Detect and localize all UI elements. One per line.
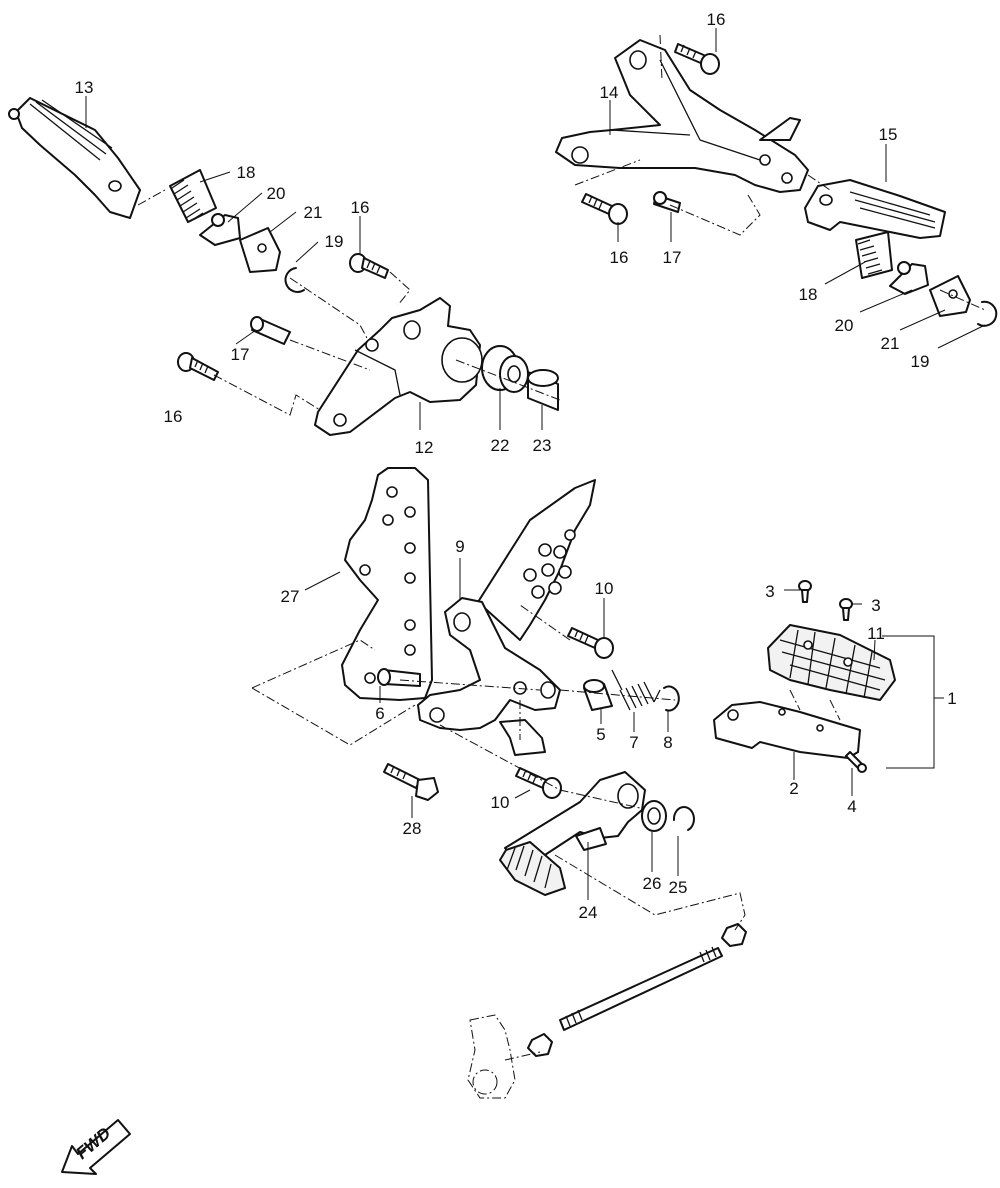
callout-17: 17 xyxy=(231,345,250,364)
callout-16: 16 xyxy=(610,248,629,267)
part-17-pin-b xyxy=(653,191,681,213)
part-18-spring xyxy=(169,169,217,223)
callout-16: 16 xyxy=(351,198,370,217)
fwd-direction-indicator: FWD xyxy=(61,1119,131,1175)
shift-rod xyxy=(527,923,747,1057)
part-15-footpeg xyxy=(804,179,946,239)
callout-26: 26 xyxy=(643,874,662,893)
part-8-clip xyxy=(663,685,680,712)
callout-11: 11 xyxy=(867,624,885,643)
callout-15: 15 xyxy=(879,125,898,144)
callout-2: 2 xyxy=(789,779,798,798)
part-3-screw-a xyxy=(798,580,812,603)
callout-16: 16 xyxy=(164,407,183,426)
part-16-bolt-a xyxy=(349,253,389,279)
callout-4: 4 xyxy=(847,797,856,816)
part-27-plate xyxy=(341,467,433,701)
callout-22: 22 xyxy=(491,436,510,455)
part-14-bracket xyxy=(555,39,809,193)
part-20-collar-b xyxy=(889,261,929,295)
callout-7: 7 xyxy=(629,733,638,752)
callout-9: 9 xyxy=(455,537,464,556)
callout-3: 3 xyxy=(871,596,880,615)
callout-21: 21 xyxy=(881,334,900,353)
part-16-bolt-c xyxy=(674,43,720,75)
part-23-sleeve xyxy=(527,369,559,411)
arrow-down-left-icon xyxy=(61,1119,131,1175)
part-21-plate xyxy=(239,227,281,273)
callout-6: 6 xyxy=(375,704,384,723)
part-6-pin xyxy=(377,668,421,687)
part-3-screw-b xyxy=(839,598,853,621)
part-5-collar xyxy=(583,679,613,711)
part-16-bolt-b xyxy=(177,352,219,381)
callout-27: 27 xyxy=(281,587,300,606)
part-25-clip xyxy=(672,806,695,831)
callout-10: 10 xyxy=(595,579,614,598)
shift-arm-ghost xyxy=(467,1014,541,1099)
callout-23: 23 xyxy=(533,436,552,455)
callout-20: 20 xyxy=(267,184,286,203)
part-20-collar xyxy=(199,213,241,246)
part-24-shift-lever xyxy=(499,771,646,896)
part-17-pin-a xyxy=(250,316,291,345)
part-26-washer xyxy=(641,800,667,832)
part-18-spring-b xyxy=(855,231,893,279)
part-4-pin xyxy=(845,751,867,773)
callout-10: 10 xyxy=(491,793,510,812)
part-13-footpeg xyxy=(8,97,141,219)
callout-1: 1 xyxy=(947,689,956,708)
callout-21: 21 xyxy=(304,203,323,222)
callout-18: 18 xyxy=(237,163,256,182)
callout-labels: 13 18 20 21 19 16 17 16 12 22 23 16 14 1… xyxy=(75,10,957,922)
callout-12: 12 xyxy=(415,438,434,457)
callout-16: 16 xyxy=(707,10,726,29)
part-28-bolt xyxy=(383,763,439,801)
callout-18: 18 xyxy=(799,285,818,304)
callout-14: 14 xyxy=(600,83,619,102)
callout-25: 25 xyxy=(669,878,688,897)
callout-8: 8 xyxy=(663,733,672,752)
callout-19: 19 xyxy=(325,232,344,251)
callout-28: 28 xyxy=(403,819,422,838)
callout-3: 3 xyxy=(765,582,774,601)
part-2-footpeg xyxy=(713,701,861,759)
part-19-clip xyxy=(284,267,305,293)
callout-19: 19 xyxy=(911,352,930,371)
callout-20: 20 xyxy=(835,316,854,335)
part-10-bolt-a xyxy=(567,627,614,659)
callout-5: 5 xyxy=(596,725,605,744)
callout-24: 24 xyxy=(579,903,598,922)
leader-lines xyxy=(85,28,986,900)
part-16-bolt-d xyxy=(581,193,628,225)
callout-17: 17 xyxy=(663,248,682,267)
part-11-rubber-pad xyxy=(767,624,896,701)
part-21-plate-b xyxy=(929,275,971,317)
assembly-lines xyxy=(137,34,986,931)
callout-13: 13 xyxy=(75,78,94,97)
part-19-clip-b xyxy=(977,300,998,327)
part-7-spring xyxy=(611,669,661,711)
part-9-heel-guard xyxy=(417,479,596,756)
part-12-bracket xyxy=(314,297,483,436)
